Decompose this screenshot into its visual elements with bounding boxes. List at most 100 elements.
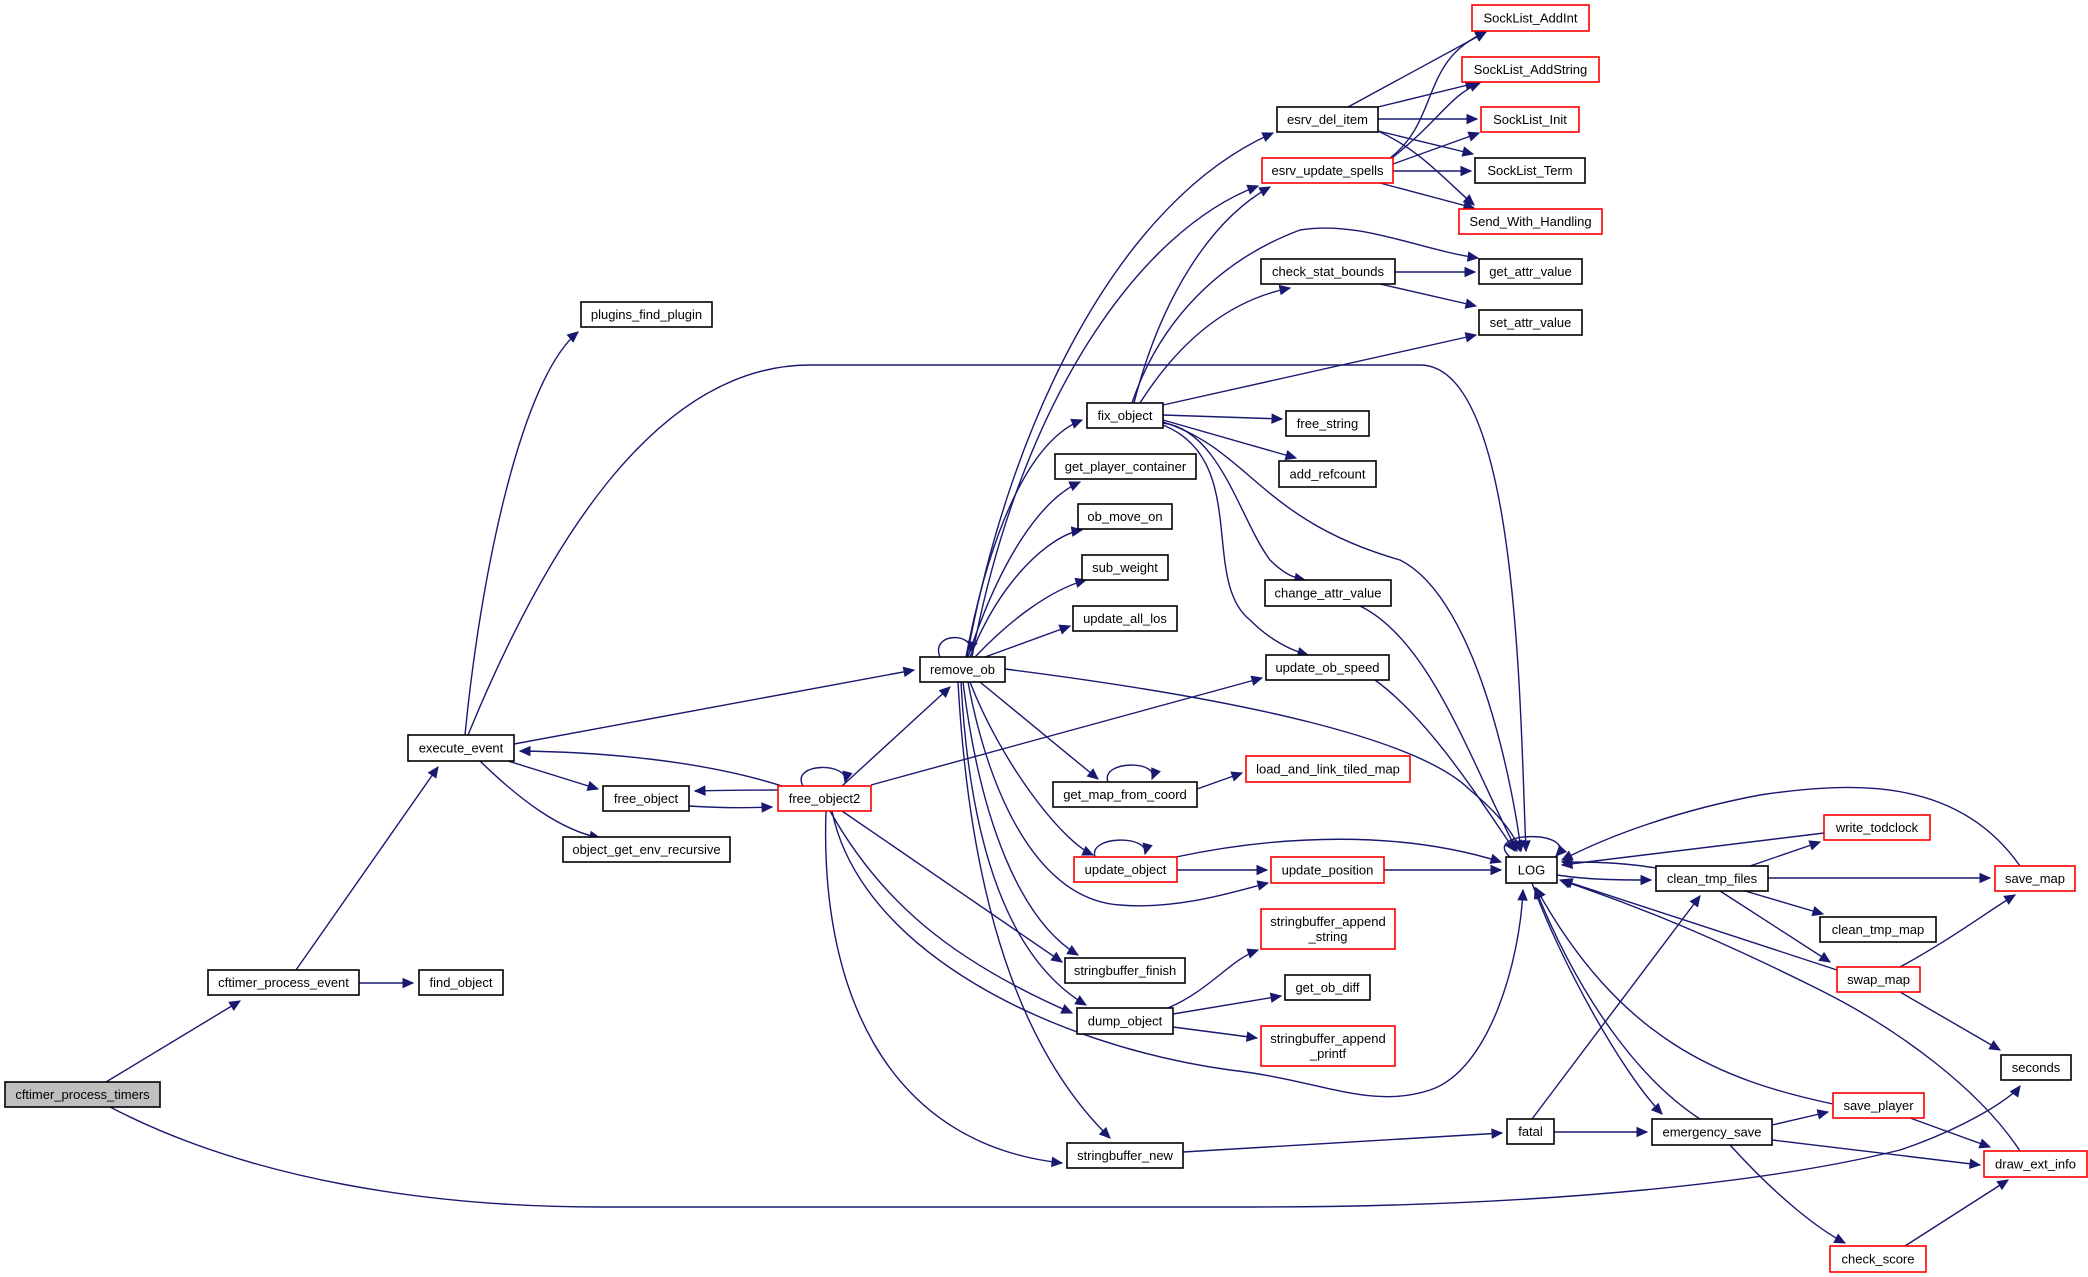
node-label: esrv_del_item <box>1287 112 1368 127</box>
node-free_string[interactable]: free_string <box>1285 410 1370 437</box>
arrow-head-icon <box>1514 839 1526 853</box>
edge-line <box>1374 679 1516 852</box>
node-label: emergency_save <box>1663 1125 1762 1140</box>
node-get_map_from_coord[interactable]: get_map_from_coord <box>1052 781 1198 808</box>
edge-update_object-to-update_object <box>1094 839 1153 858</box>
arrow-head-icon <box>1467 131 1481 142</box>
node-LOG[interactable]: LOG <box>1505 856 1558 884</box>
node-check_stat_bounds[interactable]: check_stat_bounds <box>1260 258 1396 285</box>
edge-clean_tmp_files-to-clean_tmp_map <box>1744 890 1825 917</box>
edge-line <box>1379 182 1475 209</box>
node-seconds[interactable]: seconds <box>2000 1054 2072 1081</box>
edge-line <box>829 810 1073 1014</box>
node-esrv_del_item[interactable]: esrv_del_item <box>1276 106 1379 133</box>
node-SockList_AddInt[interactable]: SockList_AddInt <box>1471 4 1590 32</box>
edge-emergency_save-to-check_score <box>1729 1144 1847 1244</box>
node-Send_With_Handling[interactable]: Send_With_Handling <box>1458 208 1603 235</box>
node-label: stringbuffer_new <box>1077 1148 1173 1163</box>
node-stringbuffer_append_string[interactable]: stringbuffer_append_string <box>1260 908 1396 950</box>
arrow-head-icon <box>566 331 579 343</box>
arrow-head-icon <box>1491 1128 1504 1139</box>
node-SockList_AddString[interactable]: SockList_AddString <box>1461 56 1600 83</box>
edge-free_object2-to-execute_event <box>518 745 783 787</box>
node-label: get_player_container <box>1065 459 1187 474</box>
node-add_refcount[interactable]: add_refcount <box>1278 460 1377 488</box>
node-esrv_update_spells[interactable]: esrv_update_spells <box>1261 157 1394 184</box>
node-fix_object[interactable]: fix_object <box>1086 402 1164 429</box>
node-sub_weight[interactable]: sub_weight <box>1081 554 1169 581</box>
node-set_attr_value[interactable]: set_attr_value <box>1478 309 1583 336</box>
edge-line <box>1909 1117 1991 1148</box>
node-free_object[interactable]: free_object <box>602 785 690 812</box>
node-find_object[interactable]: find_object <box>418 969 504 996</box>
edge-line <box>479 760 601 839</box>
node-label: cftimer_process_timers <box>15 1087 150 1102</box>
arrow-head-icon <box>1818 951 1832 963</box>
edge-free_object2-to-stringbuffer_new <box>824 810 1064 1168</box>
edge-line <box>1175 838 1502 863</box>
arrow-head-icon <box>1070 418 1084 429</box>
node-save_map[interactable]: save_map <box>1994 865 2076 892</box>
node-stringbuffer_append_printf[interactable]: stringbuffer_append_printf <box>1260 1025 1396 1067</box>
arrow-head-icon <box>1535 886 1546 900</box>
node-save_player[interactable]: save_player <box>1832 1092 1925 1119</box>
edge-line <box>1182 1132 1503 1153</box>
node-update_object[interactable]: update_object <box>1073 856 1178 883</box>
edge-remove_ob-to-dump_object <box>960 681 1088 1006</box>
node-write_todclock[interactable]: write_todclock <box>1823 814 1931 841</box>
arrow-head-icon <box>1245 1031 1259 1042</box>
node-draw_ext_info[interactable]: draw_ext_info <box>1983 1150 2088 1178</box>
node-swap_map[interactable]: swap_map <box>1836 966 1921 993</box>
edge-line <box>870 677 1263 786</box>
node-box <box>1471 4 1590 32</box>
arrow-head-icon <box>1269 992 1283 1003</box>
node-box <box>1480 106 1580 133</box>
node-dump_object[interactable]: dump_object <box>1076 1007 1174 1035</box>
node-label: check_score <box>1842 1252 1915 1267</box>
edge-line <box>966 132 1274 658</box>
node-get_attr_value[interactable]: get_attr_value <box>1478 258 1583 285</box>
edge-line <box>1377 82 1477 108</box>
node-free_object2[interactable]: free_object2 <box>777 785 872 812</box>
node-ob_move_on[interactable]: ob_move_on <box>1077 503 1173 530</box>
node-clean_tmp_files[interactable]: clean_tmp_files <box>1655 865 1769 892</box>
node-box <box>407 734 515 762</box>
node-remove_ob[interactable]: remove_ob <box>919 656 1006 683</box>
node-change_attr_value[interactable]: change_attr_value <box>1264 579 1392 607</box>
edge-line <box>957 681 1111 1139</box>
node-label: stringbuffer_append <box>1270 914 1385 929</box>
node-get_ob_diff[interactable]: get_ob_diff <box>1284 974 1371 1001</box>
node-box <box>418 969 504 996</box>
node-object_get_env_recursive[interactable]: object_get_env_recursive <box>562 836 731 863</box>
node-box <box>1461 56 1600 83</box>
node-cftimer_process_timers[interactable]: cftimer_process_timers <box>4 1081 161 1108</box>
node-clean_tmp_map[interactable]: clean_tmp_map <box>1819 916 1937 943</box>
node-update_ob_speed[interactable]: update_ob_speed <box>1265 654 1390 681</box>
node-stringbuffer_new[interactable]: stringbuffer_new <box>1066 1142 1184 1169</box>
node-load_and_link_tiled_map[interactable]: load_and_link_tiled_map <box>1245 755 1411 783</box>
node-SockList_Term[interactable]: SockList_Term <box>1474 157 1586 184</box>
node-label: write_todclock <box>1835 820 1919 835</box>
edge-line <box>1534 887 1701 1120</box>
node-fatal[interactable]: fatal <box>1506 1118 1555 1145</box>
node-box <box>1832 1092 1925 1119</box>
edge-cftimer_process_event-to-find_object <box>359 977 415 989</box>
node-SockList_Init[interactable]: SockList_Init <box>1480 106 1580 133</box>
node-check_score[interactable]: check_score <box>1829 1245 1927 1273</box>
node-update_position[interactable]: update_position <box>1270 856 1385 884</box>
node-cftimer_process_event[interactable]: cftimer_process_event <box>207 969 360 996</box>
edge-line <box>841 686 951 787</box>
edge-esrv_update_spells-to-SockList_AddInt <box>1389 31 1488 159</box>
arrow-head-icon <box>1098 1126 1111 1139</box>
node-update_all_los[interactable]: update_all_los <box>1072 605 1178 632</box>
node-get_player_container[interactable]: get_player_container <box>1054 453 1197 480</box>
node-execute_event[interactable]: execute_event <box>407 734 515 762</box>
edge-free_object-to-free_object2 <box>688 802 774 813</box>
node-plugins_find_plugin[interactable]: plugins_find_plugin <box>580 301 713 328</box>
node-stringbuffer_finish[interactable]: stringbuffer_finish <box>1064 957 1186 984</box>
edge-cftimer_process_event-to-execute_event <box>295 766 439 971</box>
arrow-head-icon <box>1460 165 1473 177</box>
edge-LOG-to-LOG <box>1503 835 1567 858</box>
arrow-head-icon <box>1466 251 1480 262</box>
node-emergency_save[interactable]: emergency_save <box>1651 1118 1773 1146</box>
